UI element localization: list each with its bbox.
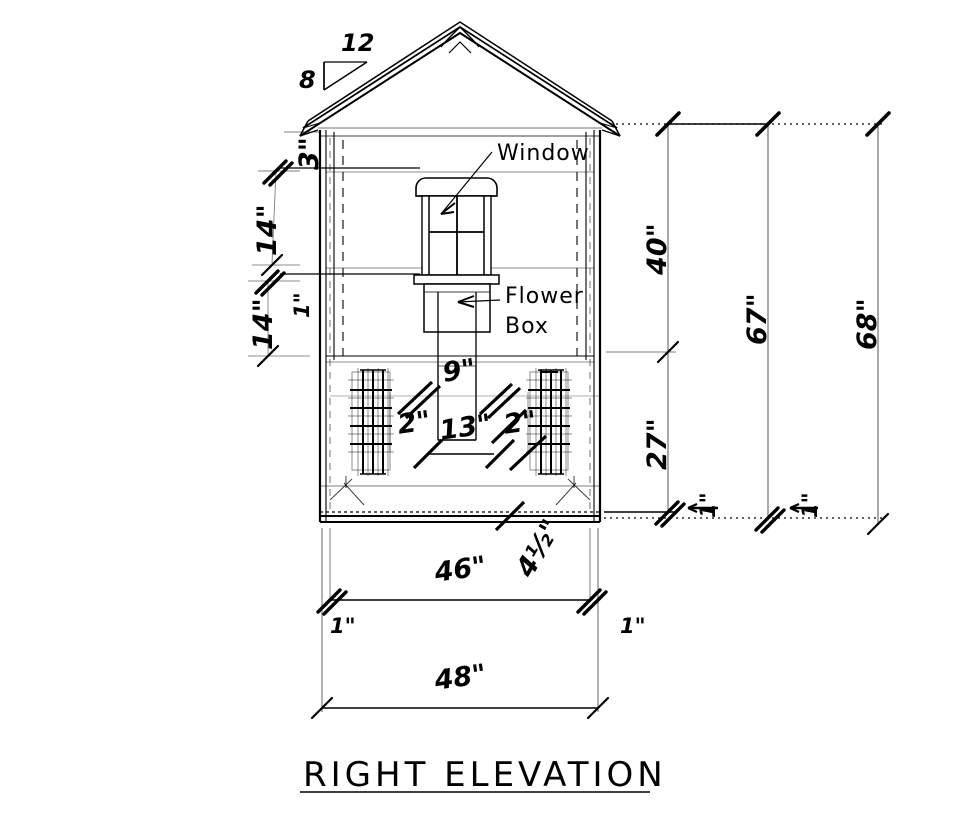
- dim-bottom-1-left: 1": [330, 614, 356, 638]
- dim-lower-9: 9": [440, 353, 478, 389]
- shutter-left-lattice: [348, 368, 394, 476]
- skirt-dimension-leader: [490, 408, 548, 532]
- dim-left-1: 1": [290, 292, 314, 318]
- lower-opening: [437, 365, 477, 441]
- dim-right-27: 27": [642, 418, 673, 470]
- flower-box-callout-line1: Flower: [505, 284, 584, 309]
- dimension-lines-right: [604, 111, 891, 536]
- leader-lines: [440, 151, 501, 308]
- shutter-right-lattice: [526, 368, 572, 476]
- dim-bottom-1-right: 1": [620, 614, 646, 638]
- flower-box: [423, 283, 491, 440]
- roof-pitch-triangle: [323, 61, 368, 91]
- dim-right-67: 67": [742, 293, 773, 345]
- page-title: RIGHT ELEVATION: [303, 755, 667, 795]
- dim-lower-2-left: 2": [395, 405, 433, 441]
- dim-right-1-a: 1": [696, 492, 720, 518]
- dim-left-14-upper: 14": [252, 204, 283, 256]
- pitch-run-label: 12: [341, 29, 375, 57]
- dim-left-3: 3": [294, 137, 325, 170]
- dim-right-40: 40": [642, 223, 673, 275]
- dim-lower-2-right: 2": [501, 405, 539, 441]
- dim-right-1-b: 1": [798, 492, 822, 518]
- dim-bottom-46: 46": [432, 550, 489, 589]
- flower-box-callout-line2: Box: [505, 314, 549, 339]
- dimension-lines-bottom: [310, 528, 610, 720]
- dim-lower-13: 13": [437, 408, 494, 447]
- window-callout-label: Window: [497, 141, 590, 166]
- roof-assembly: [299, 21, 621, 137]
- pitch-rise-label: 8: [299, 66, 316, 94]
- dimension-lines-left: [248, 131, 320, 368]
- dimension-lines-lower-wall: [330, 380, 600, 470]
- dim-right-68: 68": [852, 298, 883, 350]
- window-unit: [413, 177, 500, 285]
- dim-left-14-lower: 14": [248, 298, 279, 350]
- dim-bottom-48: 48": [432, 658, 489, 697]
